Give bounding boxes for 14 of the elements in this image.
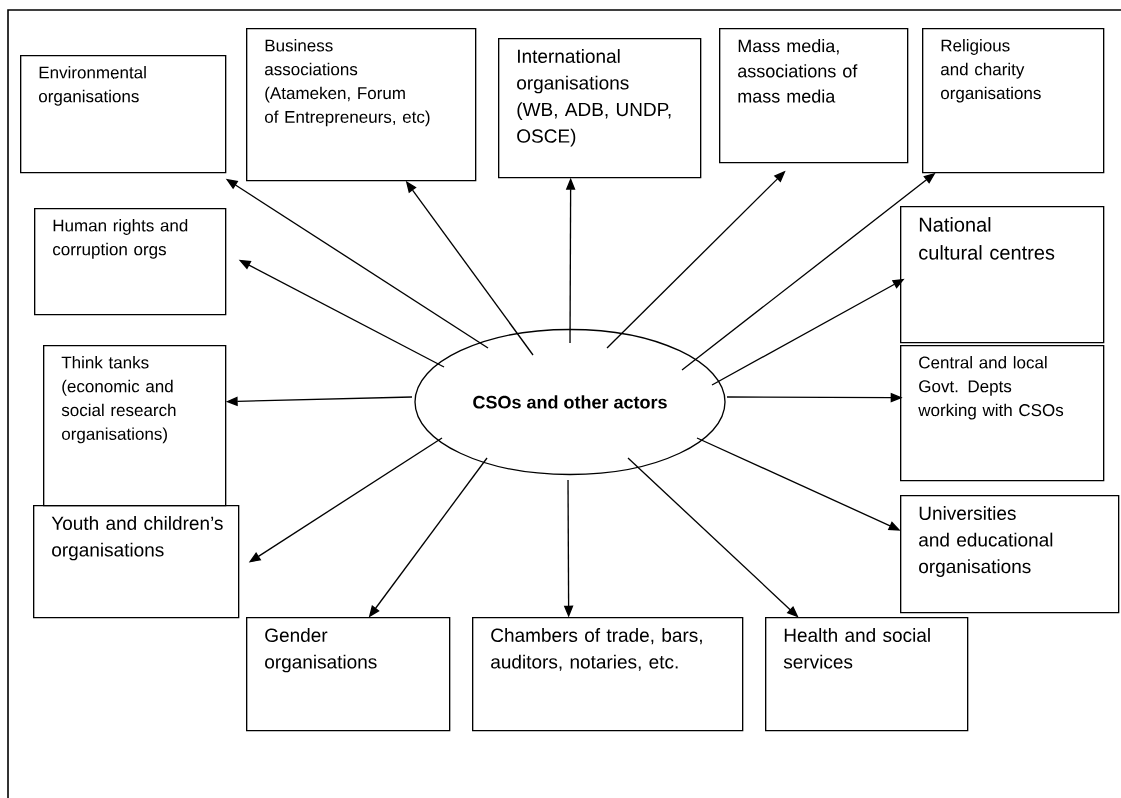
text-box: Health and social services bbox=[765, 617, 969, 732]
text-box: Environmental organisations bbox=[20, 55, 227, 174]
text-box: National cultural centres bbox=[900, 206, 1105, 344]
text-box: Gender organisations bbox=[246, 617, 451, 732]
text-box: Universities and educational organisations bbox=[900, 495, 1120, 614]
text-box: Youth and children’s organisations bbox=[33, 505, 240, 619]
text-box: Human rights and corruption orgs bbox=[34, 208, 227, 316]
text-box: Central and local Govt. Depts working with CSOs bbox=[900, 345, 1105, 482]
text-box: Think tanks (economic and social research organisations) bbox=[43, 345, 227, 507]
text-box: Mass media, associations of mass media bbox=[719, 28, 909, 164]
text-box: International organisations (WB, ADB, UNDP, OSCE) bbox=[498, 38, 702, 179]
text-box: Chambers of trade, bars, auditors, notaries, etc. bbox=[472, 617, 744, 732]
text-box: Religious and charity organisations bbox=[922, 28, 1105, 174]
text-box: Business associations (Atameken, Forum of Entrepreneurs, etc) bbox=[246, 28, 477, 182]
